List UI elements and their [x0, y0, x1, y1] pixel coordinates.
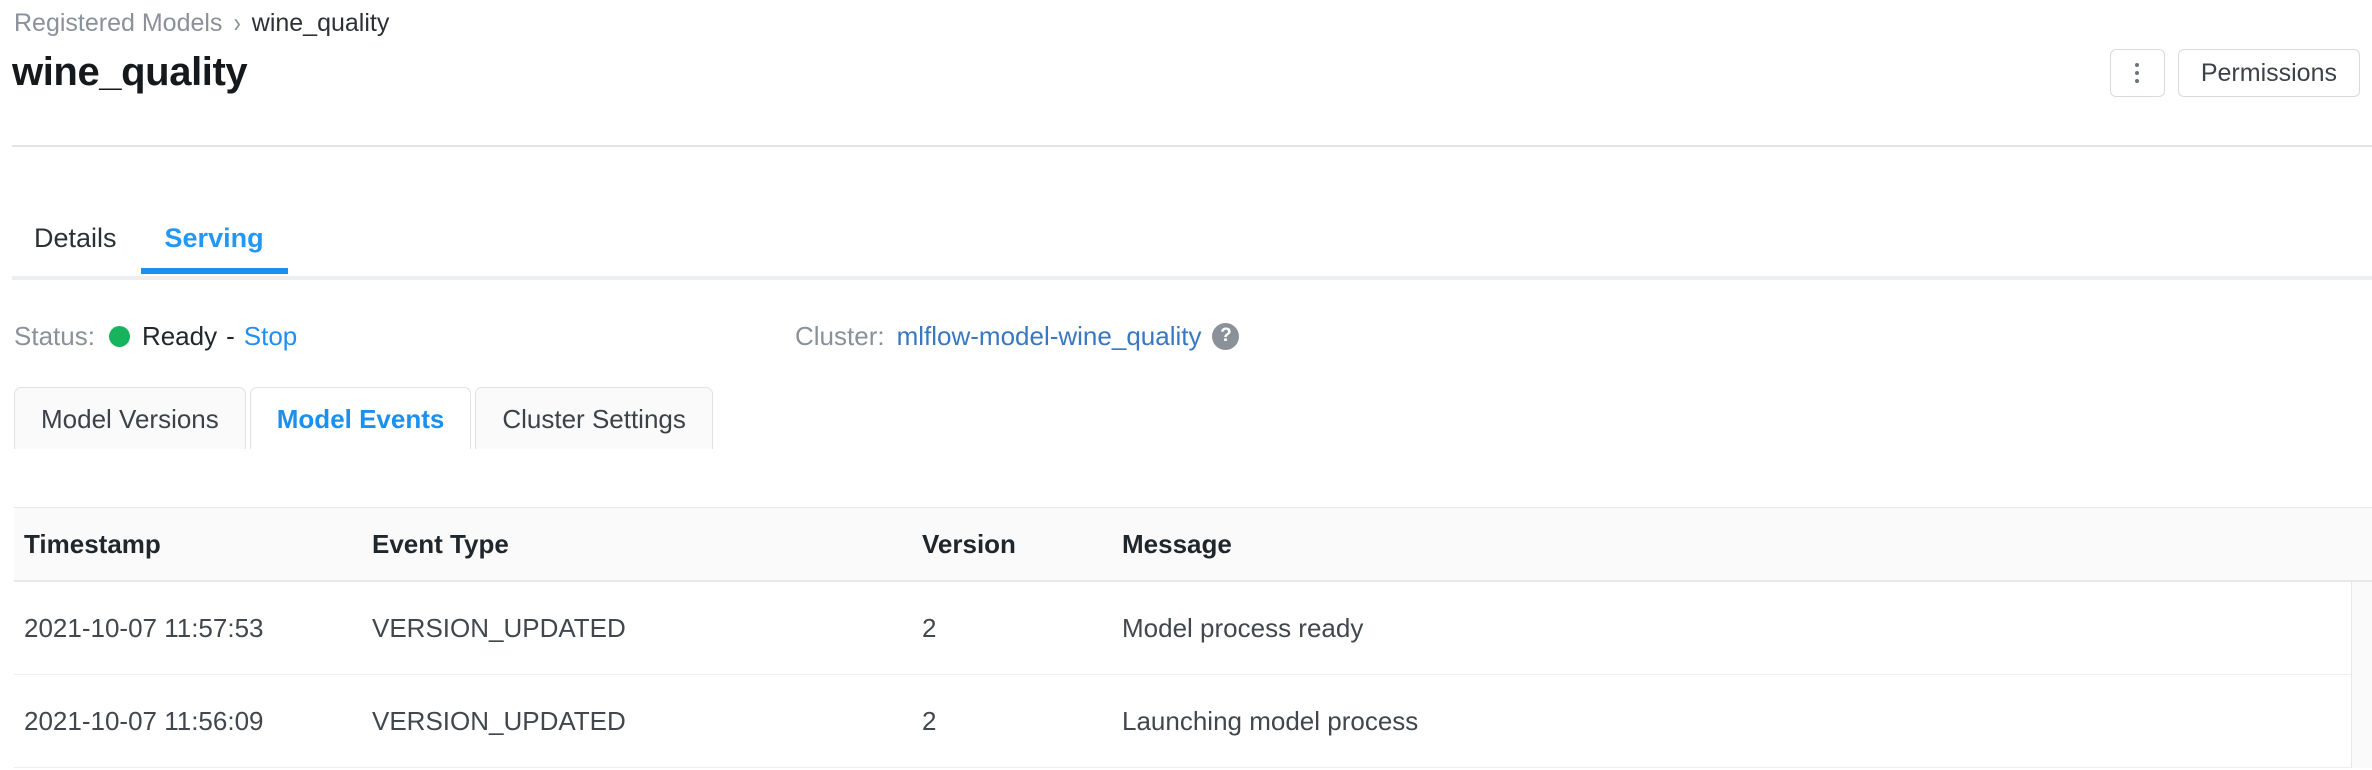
model-events-table: Timestamp Event Type Version Message 202… — [14, 507, 2372, 768]
status-separator: - — [226, 321, 235, 351]
table-body: 2021-10-07 11:57:53 VERSION_UPDATED 2 Mo… — [14, 582, 2372, 768]
status-value: Ready — [141, 321, 218, 351]
breadcrumb-current: wine_quality — [251, 9, 390, 37]
serving-subtabs: Model Versions Model Events Cluster Sett… — [14, 387, 713, 449]
cell-event-type: VERSION_UPDATED — [372, 612, 626, 643]
tab-serving[interactable]: Serving — [140, 222, 288, 274]
cell-timestamp: 2021-10-07 11:56:09 — [24, 705, 264, 736]
table-row[interactable]: 2021-10-07 11:57:53 VERSION_UPDATED 2 Mo… — [14, 582, 2372, 675]
cell-message: Model process ready — [1122, 612, 1364, 643]
stop-link[interactable]: Stop — [243, 321, 298, 351]
cell-timestamp: 2021-10-07 11:57:53 — [24, 612, 264, 643]
subtab-model-events[interactable]: Model Events — [249, 387, 472, 449]
more-options-button[interactable] — [2109, 49, 2165, 97]
cluster-label: Cluster: — [795, 321, 885, 351]
cluster-link[interactable]: mlflow-model-wine_quality — [896, 321, 1202, 351]
tabs-rule — [12, 276, 2372, 280]
cell-version: 2 — [922, 705, 937, 736]
page-header: wine_quality Permissions — [0, 49, 2372, 116]
column-header-version[interactable]: Version — [922, 528, 1016, 559]
column-header-message[interactable]: Message — [1122, 528, 1232, 559]
primary-tabs: Details Serving — [12, 222, 288, 274]
chevron-right-icon: › — [233, 6, 241, 38]
breadcrumb: Registered Models › wine_quality — [14, 7, 390, 38]
cell-event-type: VERSION_UPDATED — [372, 705, 626, 736]
permissions-button[interactable]: Permissions — [2177, 49, 2360, 97]
breadcrumb-parent-link[interactable]: Registered Models — [14, 9, 223, 37]
subtab-cluster-settings[interactable]: Cluster Settings — [475, 387, 713, 449]
subtab-model-versions[interactable]: Model Versions — [14, 387, 246, 449]
column-header-timestamp[interactable]: Timestamp — [24, 528, 161, 559]
header-divider — [12, 145, 2372, 147]
table-header-row: Timestamp Event Type Version Message — [14, 508, 2372, 582]
header-actions: Permissions — [2109, 49, 2360, 97]
status-label: Status: — [14, 321, 95, 351]
kebab-menu-icon — [2135, 63, 2140, 83]
tab-details[interactable]: Details — [34, 223, 117, 253]
page-title: wine_quality — [12, 50, 248, 94]
status-dot-icon — [108, 325, 130, 347]
cell-message: Launching model process — [1122, 705, 1419, 736]
column-header-event-type[interactable]: Event Type — [372, 528, 509, 559]
serving-status: Status: Ready - Stop — [14, 320, 297, 352]
cell-version: 2 — [922, 612, 937, 643]
table-vertical-scrollbar[interactable] — [2351, 582, 2372, 768]
cluster-info: Cluster: mlflow-model-wine_quality ? — [795, 320, 1240, 352]
help-icon[interactable]: ? — [1212, 322, 1240, 350]
table-row[interactable]: 2021-10-07 11:56:09 VERSION_UPDATED 2 La… — [14, 675, 2372, 768]
